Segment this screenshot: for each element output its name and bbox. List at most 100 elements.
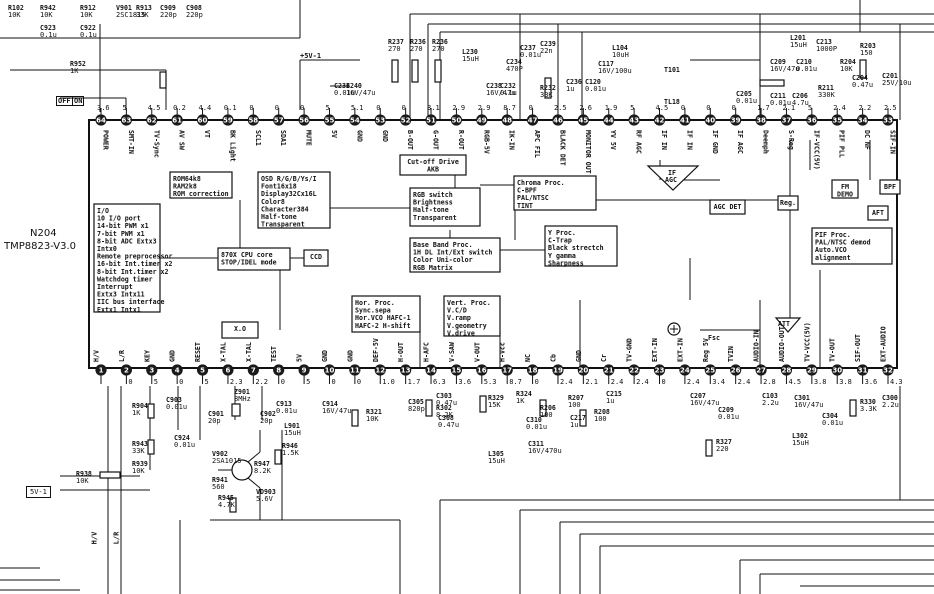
pin-voltage: 1.7 (757, 104, 770, 112)
comp-ref: C211 (770, 92, 786, 100)
pin-voltage: 0 (535, 378, 539, 386)
pin-dot (653, 364, 666, 376)
pin-voltage: 2.8 (763, 378, 776, 386)
comp-ref: R327 (716, 438, 732, 446)
bottom-pin-15: 153.6V-SAW (448, 342, 471, 386)
pin-name: RESET (194, 342, 202, 362)
pin-dot (95, 114, 107, 126)
pin-number: 25 (705, 367, 715, 375)
svg-text:Y gamma: Y gamma (548, 252, 576, 260)
bottom-pin-2: 20L/R (118, 350, 133, 386)
pin-voltage: 0 (706, 104, 710, 112)
pin-dot (374, 114, 386, 126)
pin-dot (374, 364, 386, 376)
pin-dot (730, 114, 742, 126)
crystal-z901 (231, 403, 241, 417)
svg-text:OSD R/G/B/Ys/I: OSD R/G/B/Ys/I (261, 175, 317, 183)
comp-ref: C213 (816, 38, 832, 46)
comp-value: 16V/100u (598, 67, 632, 75)
comp-value: 2SC1815 (116, 11, 146, 19)
pin-voltage: 0 (249, 104, 253, 112)
svg-text:C-BPF: C-BPF (517, 187, 537, 195)
pin-voltage: 0 (402, 104, 406, 112)
svg-text:14-bit PWM x1: 14-bit PWM x1 (97, 222, 149, 230)
pin-number: 36 (807, 117, 817, 125)
pin-number: 19 (553, 367, 563, 375)
pin-voltage: 2.2 (859, 104, 872, 112)
pin-name: V-OUT (473, 342, 481, 362)
comp-value: 4.7K (218, 501, 236, 509)
pin-name: MUTE (305, 130, 313, 146)
comp-ref: R236 (410, 38, 426, 46)
comp-ref: R203 (860, 42, 876, 50)
svg-text:Black strectch: Black strectch (548, 244, 604, 252)
comp-value: 10K (80, 11, 93, 19)
bottom-pin-30: 303.8TV-OUT (829, 338, 852, 386)
comp-ref: L302 (792, 432, 808, 440)
pin-voltage: 5.3 (484, 378, 497, 386)
svg-text:1H DL Int/Ext switch: 1H DL Int/Ext switch (413, 249, 492, 257)
comp-ref: Z901 (234, 388, 250, 396)
pin-dot (222, 364, 234, 376)
comp-value: 8.2K (254, 467, 272, 475)
pin-name: POWER (102, 130, 110, 150)
pin-voltage: 0 (357, 378, 361, 386)
pin-number: 30 (832, 367, 842, 375)
pin-voltage: 5 (205, 378, 209, 386)
pin-name: S-Reg (787, 130, 795, 150)
pin-number: 37 (782, 117, 792, 125)
comp-value: 0.01u (334, 89, 355, 97)
pin-dot (171, 114, 183, 126)
pin-voltage: 6.3 (433, 378, 446, 386)
comp-ref: R321 (366, 408, 382, 416)
svg-text:DEMO: DEMO (837, 191, 853, 199)
svg-text:Sharpness: Sharpness (548, 259, 584, 267)
comp-ref: C301 (794, 394, 810, 402)
pin-name: 5V (296, 354, 304, 362)
svg-text:RGB Matrix: RGB Matrix (413, 264, 453, 272)
svg-text:Auto.VCO: Auto.VCO (815, 246, 847, 254)
pin-name: EXT-IN (651, 338, 659, 362)
pin-name: V-SAW (448, 342, 456, 362)
pin-name: PIF PLL (838, 130, 846, 158)
pin-name: GND (355, 130, 363, 142)
svg-text:V.ramp: V.ramp (447, 314, 471, 322)
pin-voltage: 0 (529, 104, 533, 112)
pin-dot (755, 114, 767, 126)
comp-ref: C305 (408, 398, 424, 406)
pin-dot (831, 114, 843, 126)
pin-name: SIF-IN (889, 130, 897, 154)
top-pin-61: 610.2AV SW (171, 104, 186, 150)
comp-value: 0.01u (770, 99, 791, 107)
comp-value: 220p (160, 11, 177, 19)
comp-value: 16V/47u (690, 399, 720, 407)
pin-name: Cr (600, 354, 608, 362)
pin-number: 38 (756, 117, 766, 125)
pin-number: 24 (680, 367, 690, 375)
pin-number: 53 (375, 117, 385, 125)
pin-dot (476, 364, 488, 376)
svg-text:I/O: I/O (97, 207, 109, 215)
comp-ref: C232 (500, 82, 516, 90)
svg-text:16-bit Int.timer x2: 16-bit Int.timer x2 (97, 260, 172, 268)
comp-ref: C240 (346, 82, 362, 90)
pin-number: 48 (502, 117, 512, 125)
